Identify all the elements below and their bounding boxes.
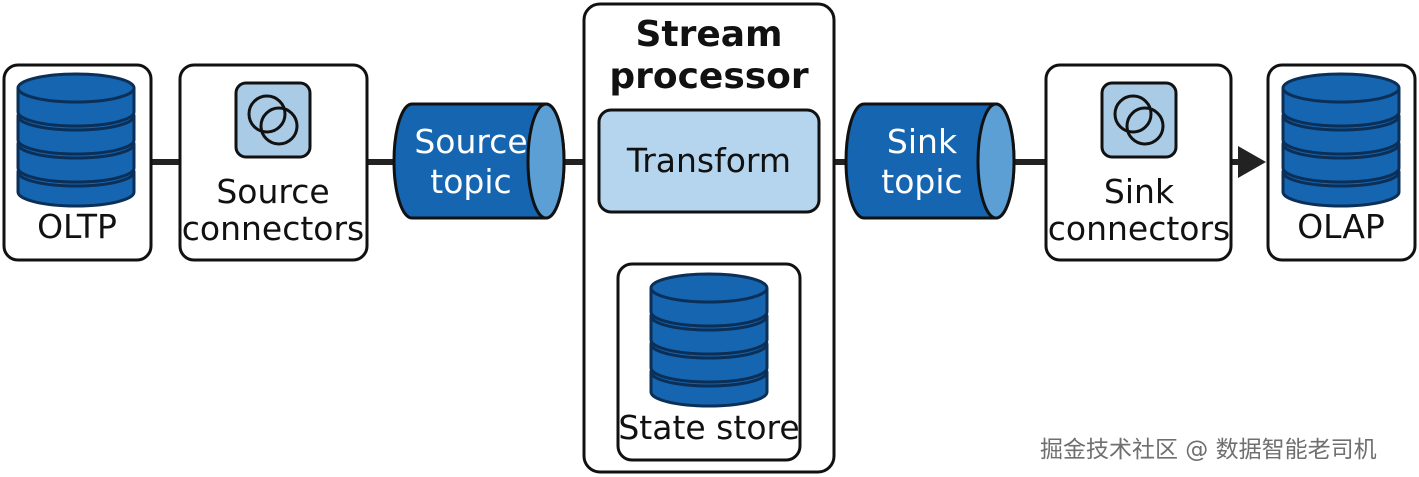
- cylinder-end: [526, 102, 566, 220]
- sink-connectors-label-line1: Sink: [1104, 172, 1175, 211]
- stream-processor-title-line1: Stream: [635, 14, 782, 55]
- olap-label: OLAP: [1297, 207, 1385, 246]
- database-icon: [649, 272, 769, 408]
- sink-connectors-label-line2: connectors: [1048, 209, 1231, 248]
- sink-topic-label-line2: topic: [881, 162, 962, 201]
- source-topic-node: Source topic: [392, 102, 566, 220]
- state-store-label: State store: [618, 408, 799, 447]
- arrow-head-icon: [1238, 146, 1266, 178]
- cylinder-end: [976, 102, 1016, 220]
- source-connectors-label-line1: Source: [216, 172, 329, 211]
- database-icon: [16, 72, 136, 208]
- sink-topic-node: Sink topic: [844, 102, 1016, 220]
- transform-box: [597, 108, 821, 214]
- oltp-label: OLTP: [37, 207, 117, 246]
- connector-rings-icon: [1100, 81, 1178, 159]
- connector-rings-icon: [234, 81, 312, 159]
- sink-topic-label-line1: Sink: [887, 122, 958, 161]
- source-connectors-node: Source connectors: [178, 63, 369, 262]
- database-icon: [1281, 72, 1401, 208]
- source-topic-label-line1: Source: [414, 122, 527, 161]
- sink-connectors-node: Sink connectors: [1044, 63, 1233, 262]
- stream-processor-title-line2: processor: [609, 56, 809, 97]
- transform-label: Transform: [626, 141, 791, 180]
- stream-processor-node: Stream processor Transform State store: [582, 2, 836, 474]
- oltp-node: OLTP: [2, 63, 153, 262]
- source-topic-label-line2: topic: [430, 162, 511, 201]
- olap-node: OLAP: [1266, 63, 1417, 262]
- source-connectors-label-line2: connectors: [182, 209, 365, 248]
- watermark-text: 掘金技术社区 @ 数据智能老司机: [1040, 437, 1377, 463]
